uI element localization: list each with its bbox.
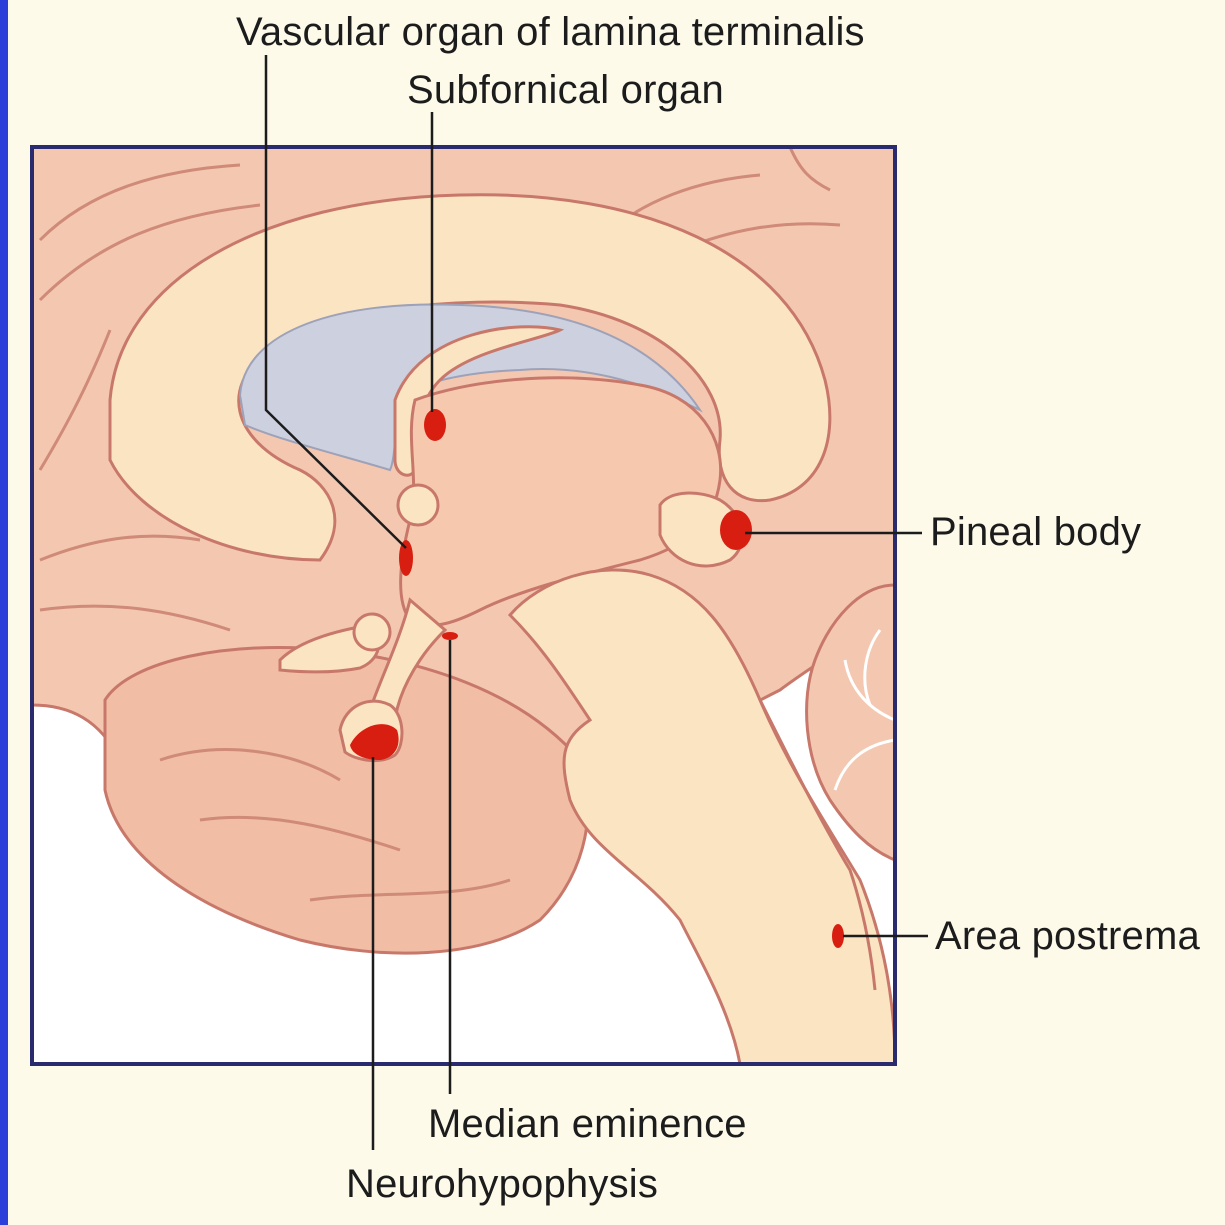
vascular-organ-mark bbox=[399, 540, 413, 576]
label-subfornical-organ: Subfornical organ bbox=[407, 70, 724, 110]
brain-drawing bbox=[32, 147, 895, 1064]
pineal-body-mark bbox=[720, 510, 752, 550]
label-pineal-body: Pineal body bbox=[930, 512, 1141, 552]
anterior-commissure bbox=[398, 485, 438, 525]
label-neurohypophysis: Neurohypophysis bbox=[346, 1164, 658, 1204]
label-vascular-organ: Vascular organ of lamina terminalis bbox=[236, 12, 865, 52]
subfornical-organ-mark bbox=[424, 409, 446, 441]
label-median-eminence: Median eminence bbox=[428, 1104, 747, 1144]
median-eminence-mark bbox=[442, 632, 458, 640]
label-area-postrema: Area postrema bbox=[935, 916, 1200, 956]
optic-recess bbox=[354, 614, 390, 650]
area-postrema-mark bbox=[832, 924, 844, 948]
